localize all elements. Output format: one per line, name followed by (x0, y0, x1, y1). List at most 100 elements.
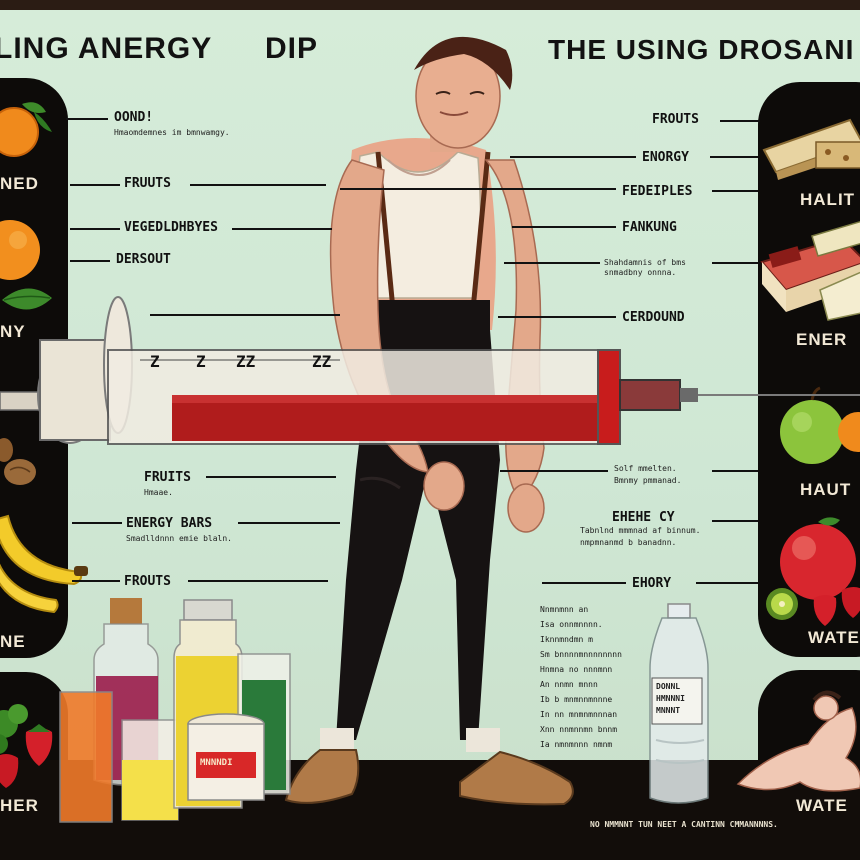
poster-title-right: THE USING DROSANI (548, 34, 855, 65)
figure-icon (736, 690, 860, 792)
syringe-mark: Z (150, 352, 160, 371)
panel-label: HER (0, 796, 39, 815)
callout-label: VEGEDLDHBYES (124, 220, 218, 235)
callout-label: OOND! (114, 110, 154, 125)
leader-line (340, 188, 616, 190)
water-bottle-icon (649, 603, 709, 804)
leader-line (510, 156, 636, 158)
callout-sub: Hmaomdemnes im bmnwamgy. (114, 128, 230, 137)
poster-title-left-suffix: DIP (265, 32, 319, 65)
strawberry-icon (813, 587, 860, 626)
fine-print-line: Isa onnmnnnn. (540, 620, 603, 629)
jar-label: MNNNDI (200, 758, 233, 768)
energy-bar-icon (760, 220, 860, 321)
bottle-label: DONNL (656, 682, 681, 691)
panel-label: WATE (796, 796, 848, 815)
leader-line (70, 228, 120, 230)
panel-label: NY (0, 322, 26, 341)
fine-print-line: Xnn nnmnnmn bnnm (540, 725, 618, 734)
leader-line (500, 470, 608, 472)
leader-line (188, 580, 328, 582)
leader-line (238, 522, 340, 524)
leader-line (498, 316, 616, 318)
callout-label: CERDOUND (622, 310, 685, 325)
callout-label: EHORY (632, 576, 672, 591)
fine-print-line: Ia nmnmnnn nmnm (540, 740, 613, 749)
callout-sub: snmadbny onnna. (604, 268, 677, 277)
syringe-mark: Z (196, 352, 206, 371)
syringe-mark: ZZ (312, 352, 332, 371)
callout-sub: Shahdamnis of bms (604, 258, 686, 267)
callout-sub: Tabnlnd mmmnad af binnum. (580, 526, 701, 535)
leader-line (504, 262, 600, 264)
leader-line (512, 226, 616, 228)
orange-icon (0, 102, 52, 157)
footer-caption: NO NMMNNT TUN NEET A CANTINN CMMANNNNS. (590, 820, 778, 829)
fine-print-line: Sm bnnnnmnnnnnnnn (540, 650, 622, 659)
energy-bar-icon (762, 118, 860, 180)
leader-line (712, 190, 758, 192)
panel-label: NED (0, 174, 39, 193)
fine-print-line: Nnmnmnn an (540, 605, 589, 614)
callout-label: FANKUNG (622, 220, 677, 235)
strawberry-icon (0, 724, 53, 788)
leader-line (70, 260, 110, 262)
broccoli-icon (0, 704, 28, 754)
kiwi-icon (766, 588, 798, 620)
fine-print: Nnmnmnn an Isa onnmnnnn. Iknnmndmn m Sm … (540, 602, 622, 752)
leader-line (150, 314, 340, 316)
leader-line (712, 520, 758, 522)
nut-icon (0, 438, 36, 485)
jar-icon (187, 713, 265, 801)
leader-line (720, 120, 760, 122)
leader-line (206, 476, 336, 478)
leader-line (696, 582, 758, 584)
callout-label: FROUTS (652, 112, 699, 127)
syringe-icon (0, 296, 860, 445)
leader-line (70, 184, 120, 186)
leader-line (710, 156, 758, 158)
callout-label: FRUITS (144, 470, 191, 485)
callout-sub: Bmnmy pmmanad. (614, 476, 682, 485)
fine-print-line: Iknnmndmn m (540, 635, 593, 644)
callout-label: FROUTS (124, 574, 171, 589)
leader-line (712, 262, 758, 264)
callout-label: FRUUTS (124, 176, 171, 191)
leader-line (190, 184, 326, 186)
poster-title-left: LING ANERGY (0, 32, 213, 65)
fine-print-line: Hnmna no nnnmnn (540, 665, 613, 674)
leader-line (66, 118, 108, 120)
leader-line (72, 580, 120, 582)
callout-label: DERSOUT (116, 252, 171, 267)
bottle-label: HMNNNI (656, 694, 685, 703)
panel-label: WATE (808, 628, 860, 647)
panel-label: HAUT (800, 480, 852, 499)
fine-print-line: Ib b mnmnnmnnne (540, 695, 613, 704)
panel-label: HALIT (800, 190, 856, 209)
callout-sub: Hmaae. (144, 488, 173, 497)
callout-label: ENORGY (642, 150, 689, 165)
callout-sub: Smadlldnnn emie blaln. (126, 534, 232, 543)
apple-icon (780, 386, 860, 464)
bottle-label: MNNNT (656, 706, 681, 715)
banana-icon (0, 514, 88, 614)
callout-label: EHEHE CY (612, 510, 675, 525)
callout-label: ENERGY BARS (126, 516, 213, 531)
fine-print-line: An nnmn mnnn (540, 680, 598, 689)
leader-line (72, 522, 122, 524)
callout-label: FEDEIPLES (622, 184, 693, 199)
poster-top-edge (0, 0, 860, 10)
callout-sub: nmpmnanmd b banadnn. (580, 538, 677, 547)
callout-sub: Solf mmelten. (614, 464, 677, 473)
orange-icon (0, 220, 40, 280)
leader-line (232, 228, 332, 230)
fine-print-line: In nn mnmnmnnnan (540, 710, 618, 719)
leader-line (542, 582, 626, 584)
panel-label: ENER (796, 330, 848, 349)
panel-label: NE (0, 632, 26, 651)
apple-icon (780, 517, 856, 600)
leaf-icon (2, 288, 52, 310)
syringe-mark: ZZ (236, 352, 256, 371)
leader-line (712, 470, 758, 472)
